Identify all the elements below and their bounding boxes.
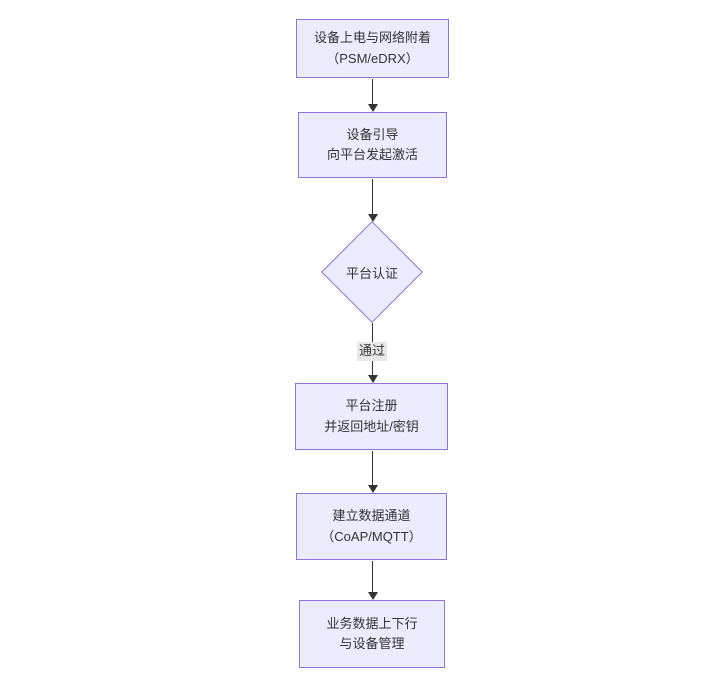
node-text-line: 设备引导 <box>346 126 399 142</box>
arrow-down-icon <box>367 485 378 493</box>
flow-node-power-attach: 设备上电与网络附着 （PSM/eDRX） <box>296 19 449 78</box>
arrow-down-icon <box>367 592 378 600</box>
node-text-line: 设备上电与网络附着 <box>313 30 431 46</box>
node-text-line: （CoAP/MQTT） <box>321 528 422 544</box>
node-text-line: （PSM/eDRX） <box>326 50 419 66</box>
arrow-down-icon <box>367 104 378 112</box>
decision-platform-auth-label: 平台认证 <box>345 266 398 281</box>
arrow-connector <box>372 451 373 486</box>
node-text-line: 向平台发起激活 <box>326 147 418 162</box>
node-text-line: 平台注册 <box>345 398 398 414</box>
flow-node-data-channel: 建立数据通道 （CoAP/MQTT） <box>296 493 447 560</box>
flow-node-register: 平台注册 并返回地址/密钥 <box>295 383 448 450</box>
edge-label-pass: 通过 <box>356 342 388 361</box>
node-text-line: 业务数据上下行 <box>326 615 418 631</box>
flow-node-business-data: 业务数据上下行 与设备管理 <box>299 600 445 668</box>
flow-node-bootstrap: 设备引导 向平台发起激活 <box>298 112 447 178</box>
node-text-line: 建立数据通道 <box>332 508 411 524</box>
arrow-connector <box>372 79 373 105</box>
arrow-connector <box>372 561 373 593</box>
node-text-line: 并返回地址/密钥 <box>324 418 419 434</box>
arrow-connector <box>372 179 373 215</box>
arrow-down-icon <box>367 214 378 222</box>
node-text-line: 与设备管理 <box>339 636 405 651</box>
arrow-down-icon <box>367 375 378 383</box>
